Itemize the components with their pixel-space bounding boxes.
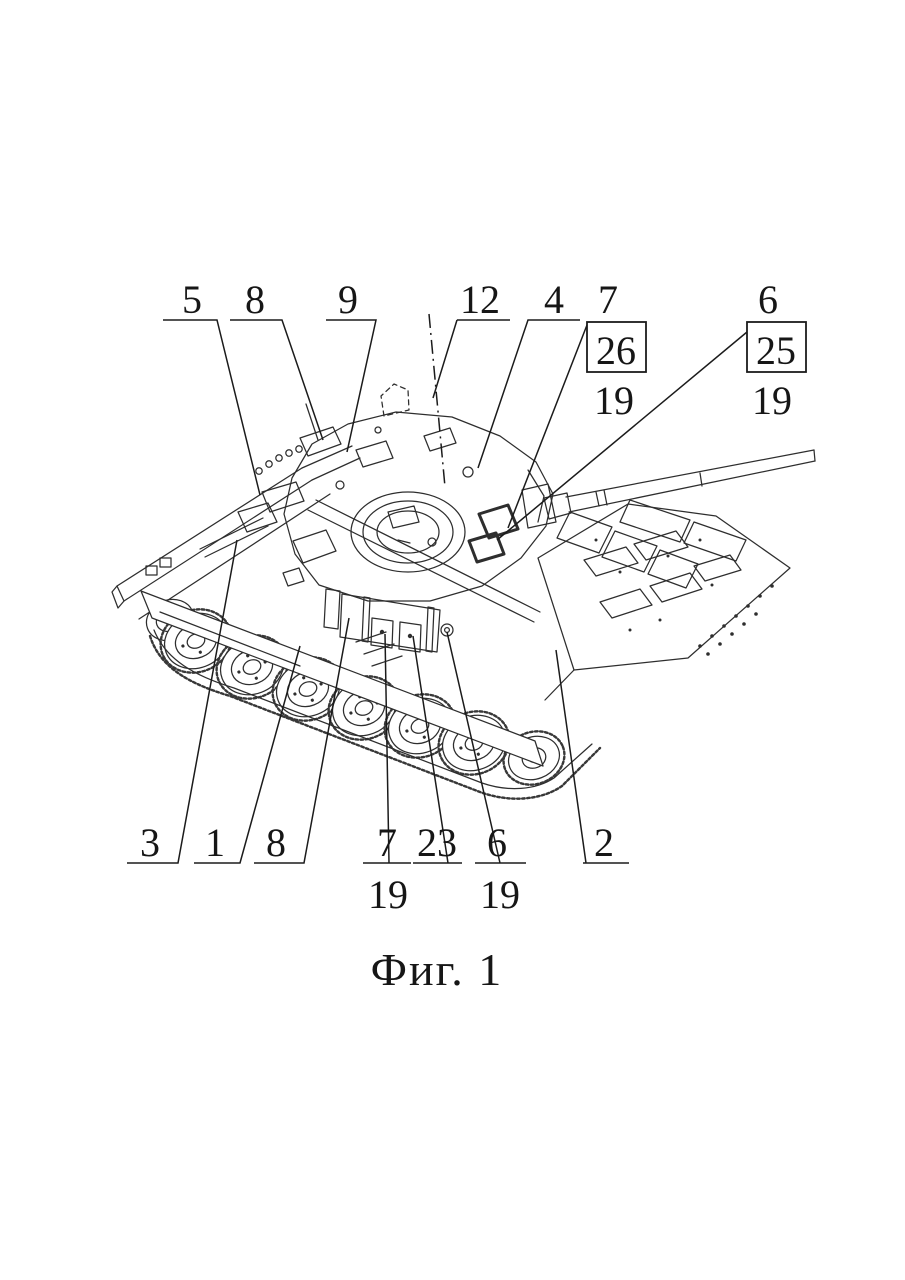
turret-drawing bbox=[237, 383, 699, 653]
era-block-drawing bbox=[477, 503, 520, 540]
figure-caption: Фиг. 1 bbox=[371, 944, 504, 995]
gun-barrel-drawing bbox=[521, 449, 816, 529]
callout-19-under-6-top: 19 bbox=[752, 378, 792, 423]
callout-6-bottom: 6 bbox=[487, 820, 507, 865]
refbox-26 bbox=[586, 321, 647, 373]
callout-19-under-7-top: 19 bbox=[594, 378, 634, 423]
callout-3: 3 bbox=[140, 820, 160, 865]
callout-2: 2 bbox=[594, 820, 614, 865]
callout-25-boxed: 25 bbox=[756, 328, 796, 373]
callout-labels: 5 8 9 12 4 7 26 19 6 25 19 3 1 8 7 19 23… bbox=[140, 277, 796, 917]
rear-track-stipple bbox=[698, 584, 774, 656]
callout-1: 1 bbox=[205, 820, 225, 865]
callout-8-top: 8 bbox=[245, 277, 265, 322]
callout-26-boxed: 26 bbox=[596, 328, 636, 373]
callout-12: 12 bbox=[460, 277, 500, 322]
track-drawing bbox=[148, 629, 602, 800]
side-skirt-drawing bbox=[140, 590, 544, 767]
callout-8-bottom: 8 bbox=[266, 820, 286, 865]
callout-19-under-7-bottom: 19 bbox=[368, 872, 408, 917]
callout-5: 5 bbox=[182, 277, 202, 322]
refbox-25 bbox=[746, 321, 807, 373]
callout-leaders bbox=[127, 313, 807, 864]
tank-drawing bbox=[111, 383, 816, 800]
callout-7-top: 7 bbox=[598, 277, 618, 322]
callout-6-top: 6 bbox=[758, 277, 778, 322]
callout-9: 9 bbox=[338, 277, 358, 322]
rear-deck-drawing bbox=[537, 499, 791, 701]
callout-23: 23 bbox=[417, 820, 457, 865]
axis-line bbox=[428, 313, 446, 488]
callout-19-under-6-bottom: 19 bbox=[480, 872, 520, 917]
callout-4: 4 bbox=[544, 277, 564, 322]
callout-7-bottom: 7 bbox=[377, 820, 397, 865]
